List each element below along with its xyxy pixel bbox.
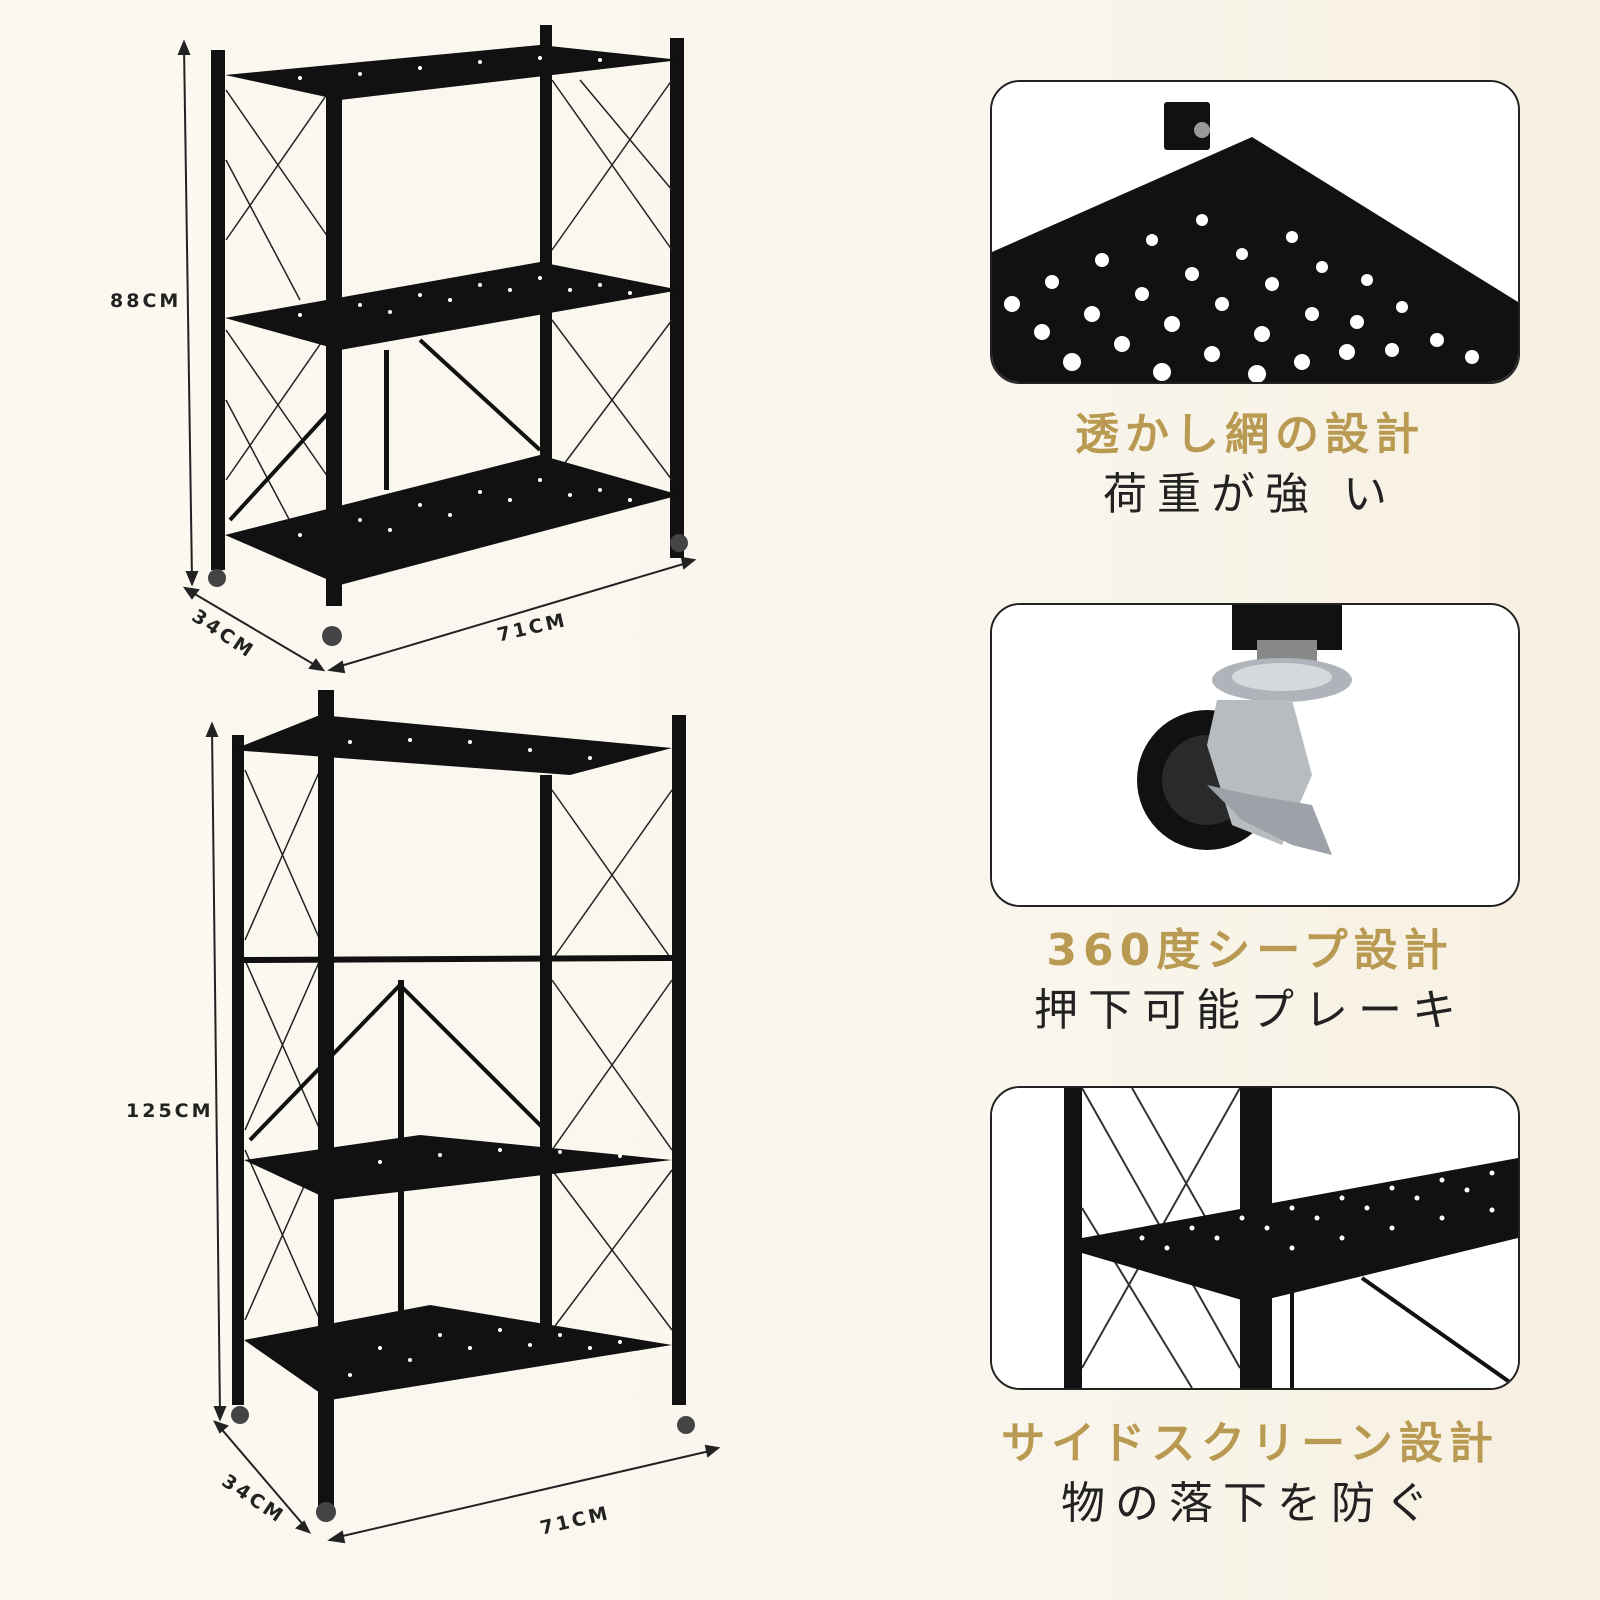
bottom-height-label: 125CM: [126, 1100, 214, 1122]
perforated-shelf-closeup: [990, 80, 1520, 384]
perforated-shelf-image: [992, 82, 1518, 382]
feature-subtitle-perforated: 荷重が強 い: [1103, 469, 1397, 520]
feature-title-side-screen: サイドスクリーン設計: [1001, 1418, 1499, 1469]
feature-subtitle-caster: 押下可能プレーキ: [1034, 985, 1466, 1036]
side-screen-image: [992, 1088, 1518, 1388]
caster-wheel-image: [992, 605, 1518, 905]
four-tier-rack-illustration: [205, 690, 721, 1544]
feature-title-perforated: 透かし網の設計: [1075, 409, 1425, 460]
side-screen-closeup: [990, 1086, 1520, 1390]
top-height-label: 88CM: [110, 290, 182, 312]
feature-title-caster: 360度シープ設計: [1046, 925, 1454, 976]
feature-subtitle-side-screen: 物の落下を防ぐ: [1061, 1478, 1439, 1529]
caster-wheel-closeup: [990, 603, 1520, 907]
three-tier-rack-illustration: [177, 25, 697, 674]
